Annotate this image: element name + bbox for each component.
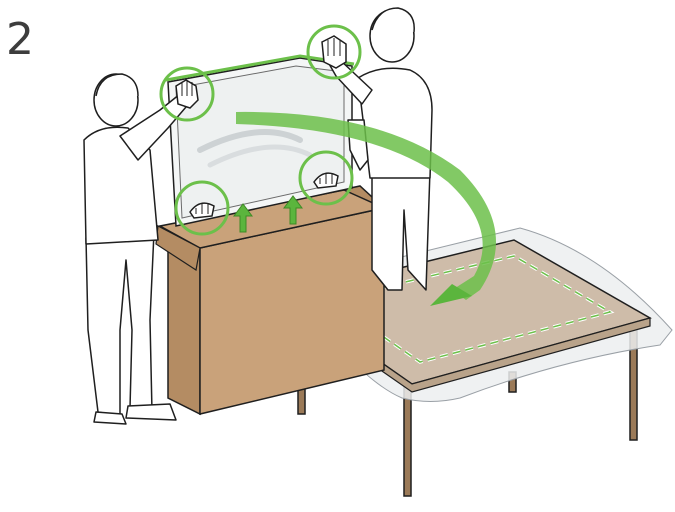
table-leg: [404, 386, 411, 496]
